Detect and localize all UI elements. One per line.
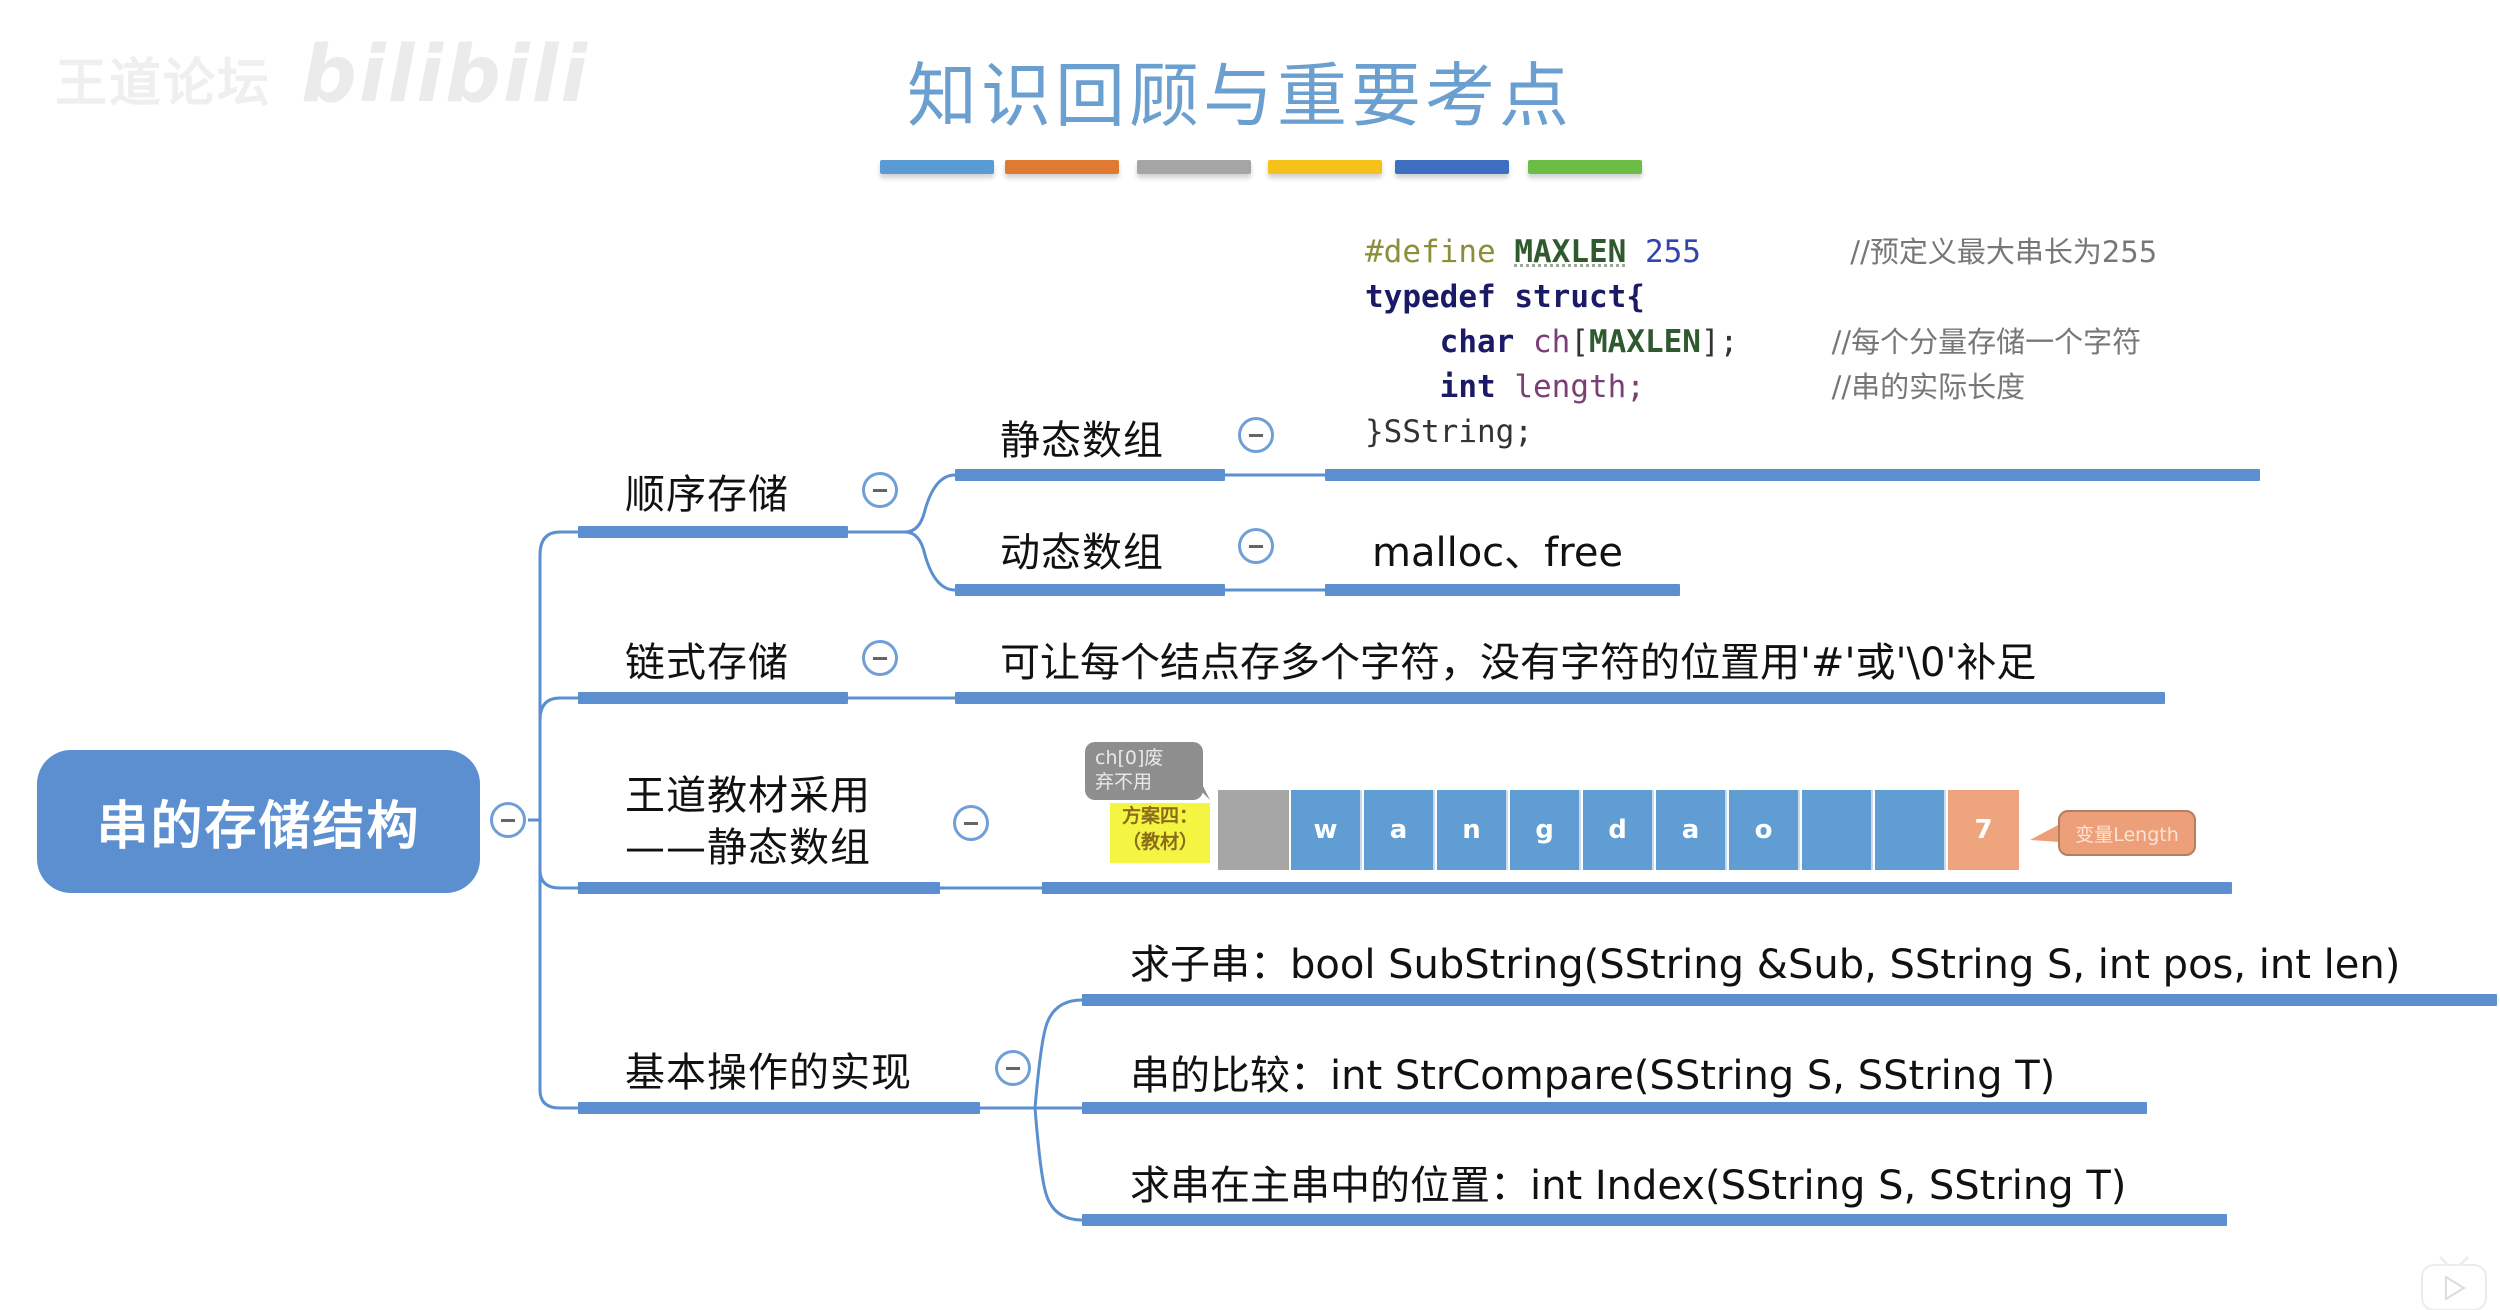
code-line-4: int length; //串的实际长度 <box>1439 369 2026 405</box>
length-callout-pointer <box>2030 824 2060 842</box>
code-line-3: char ch[MAXLEN]; //每个分量存储一个字符 <box>1439 324 2142 360</box>
linked-collapse-toggle[interactable] <box>862 640 898 676</box>
plan-four-label: 方案四： （教材） <box>1110 803 1210 863</box>
op-index-underline <box>1082 1214 2227 1226</box>
array-cell: d <box>1583 790 1654 870</box>
bilibili-logo: bilibili <box>301 30 590 120</box>
array-cell-unused <box>1218 790 1289 870</box>
linked-storage-detail[interactable]: 可让每个结点存多个字符，没有字符的位置用'#'或'\0'补足 <box>1000 640 2037 686</box>
connector-seq <box>538 530 578 556</box>
connector-ops <box>538 1089 578 1110</box>
root-label: 串的存储结构 <box>96 797 421 857</box>
branch-linked-storage[interactable]: 链式存储 <box>625 640 789 686</box>
wangdao-collapse-toggle[interactable] <box>953 805 989 841</box>
connector-ops-sub3 <box>1033 1107 1083 1222</box>
operations-underline <box>578 1102 980 1114</box>
bilibili-tv-icon[interactable] <box>2418 1255 2490 1310</box>
array-cell: a <box>1656 790 1727 870</box>
dynamic-array-underline <box>955 584 1225 596</box>
dynamic-detail-underline <box>1325 584 1680 596</box>
linked-detail-underline <box>955 692 2165 704</box>
connector-seq-sub <box>848 473 956 534</box>
root-collapse-toggle[interactable] <box>490 802 526 838</box>
node-static-array[interactable]: 静态数组 <box>1000 418 1164 464</box>
array-cell: o <box>1729 790 1800 870</box>
code-line-2: typedef struct{ <box>1365 279 1645 315</box>
node-dynamic-array[interactable]: 动态数组 <box>1000 530 1164 576</box>
dynamic-array-collapse-toggle[interactable] <box>1238 528 1274 564</box>
array-underline <box>1042 882 2232 894</box>
title-color-bar <box>880 160 994 174</box>
title-color-bar <box>1528 160 1642 174</box>
title-color-bar <box>1268 160 1382 174</box>
connector-chain <box>538 696 578 721</box>
connector-seq-sub2 <box>904 530 956 592</box>
branch-wangdao-textbook[interactable]: 王道教材采用 ——静态数组 <box>625 770 871 874</box>
sequential-collapse-toggle[interactable] <box>862 472 898 508</box>
static-array-underline <box>955 469 1225 481</box>
array-cell <box>1875 790 1946 870</box>
array-cell: a <box>1364 790 1435 870</box>
length-variable-callout: 变量Length <box>2058 810 2196 856</box>
op-substring[interactable]: 求子串：bool SubString(SString &Sub, SString… <box>1130 942 2401 988</box>
array-cell: n <box>1437 790 1508 870</box>
wangdao-label-line1: 王道教材采用 <box>625 773 871 819</box>
array-cell-length: 7 <box>1948 790 2019 870</box>
dynamic-array-detail[interactable]: malloc、free <box>1372 530 1624 576</box>
title-color-bar <box>1395 160 1509 174</box>
code-line-1: #define MAXLEN 255 //预定义最大串长为255 <box>1365 234 2158 270</box>
linked-underline <box>578 692 848 704</box>
branch-sequential-storage[interactable]: 顺序存储 <box>625 472 789 518</box>
op-strcompare[interactable]: 串的比较：int StrCompare(SString S, SString T… <box>1130 1053 2056 1099</box>
operations-collapse-toggle[interactable] <box>995 1050 1031 1086</box>
title-color-bar <box>1137 160 1251 174</box>
op-index[interactable]: 求串在主串中的位置：int Index(SString S, SString T… <box>1130 1163 2127 1209</box>
watermark-text: 王道论坛 <box>55 54 272 114</box>
code-line-5: }SString; <box>1365 414 1533 450</box>
array-cell: w <box>1291 790 1362 870</box>
watermark: 王道论坛 bilibili <box>55 30 589 120</box>
callout-gray-pointer <box>1180 770 1210 800</box>
op-substring-underline <box>1082 994 2497 1006</box>
branch-basic-operations[interactable]: 基本操作的实现 <box>625 1050 912 1096</box>
sstring-code-block: #define MAXLEN 255 //预定义最大串长为255 typedef… <box>1365 230 2157 455</box>
title-color-bar <box>1005 160 1119 174</box>
code-underline <box>1325 469 2260 481</box>
wangdao-label-line2: ——静态数组 <box>625 825 871 871</box>
wangdao-underline <box>578 882 940 894</box>
page-title: 知识回顾与重要考点 <box>907 55 1573 137</box>
op-strcompare-underline <box>1082 1102 2147 1114</box>
root-node[interactable]: 串的存储结构 <box>37 750 480 893</box>
array-cell <box>1802 790 1873 870</box>
connector-ops-sub1 <box>980 998 1083 1110</box>
array-cell: g <box>1510 790 1581 870</box>
static-array-collapse-toggle[interactable] <box>1238 417 1274 453</box>
connector-wangdao <box>538 869 578 890</box>
sequential-underline <box>578 526 848 538</box>
